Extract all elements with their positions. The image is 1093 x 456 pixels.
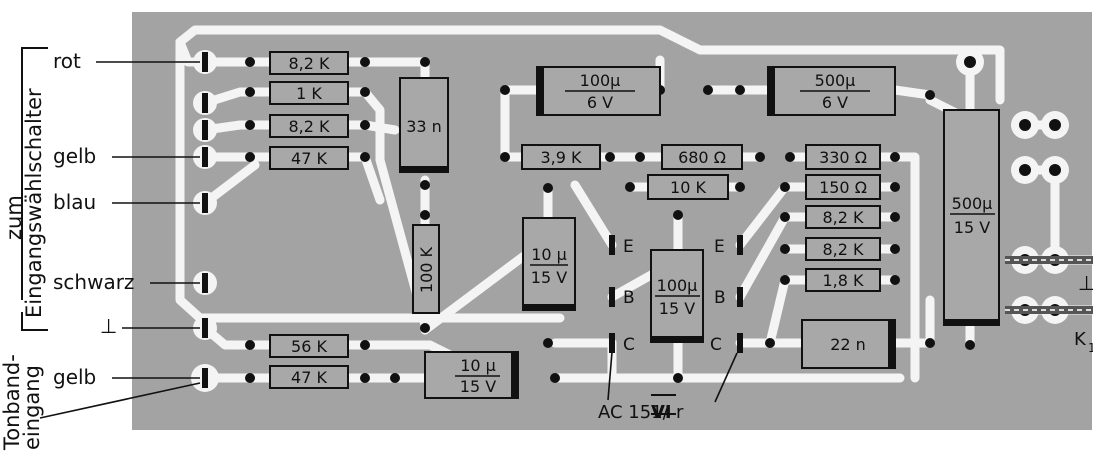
wire-label-rot: rot [53,49,81,73]
trace-outer-left [175,37,430,323]
label-r-56k: 56 K [291,337,327,356]
label-c-500u-6v-voltage: 6 V [822,93,848,112]
label-c-10u-b-value: 10 µ [460,356,496,375]
pin-t2-c: C [710,335,722,355]
capacitor-polarity-bands [400,67,999,398]
trace-outer-top [175,25,1005,105]
capacitor-bodies [399,66,1000,399]
label-r-8k2-d: 8,2 K [822,240,864,259]
trace-connector-k1 [1020,120,1093,315]
wire-pins [202,52,743,388]
wire-label-schwarz: schwarz [53,270,135,294]
resistor-10k [647,174,729,200]
transistor-type-label: AC 151/ VI r [598,402,684,423]
transistor-type-roman: VI [651,402,672,423]
label-c-500u-15v-voltage: 15 V [954,218,990,237]
trace-1k-down [360,87,430,330]
resistor-1k8 [805,268,881,292]
resistor-47k-a [269,146,349,170]
capacitor-33n [399,77,449,173]
label-r-1k: 1 K [296,84,322,103]
capacitor-500u-15v [943,109,1000,326]
resistor-8k2-d [805,237,881,261]
capacitor-10u-15v-a [522,217,576,311]
wire-label-gelb-bottom: gelb [53,365,97,389]
pin-t2-b: B [714,288,726,308]
capacitor-22n [801,319,896,369]
wire-leaders [39,61,738,419]
resistor-8k2-a [269,51,349,75]
label-c-100u-15v-voltage: 15 V [659,299,695,318]
edge-labels: ⊥ K 1 [1074,271,1093,355]
label-c-500u-15v-value: 500µ [952,194,993,213]
label-c-33n: 33 n [406,117,442,136]
edge-k-label: K [1074,329,1087,350]
resistor-150 [805,174,881,200]
trace-47k-out [360,152,385,205]
pin-t1-b: B [623,288,635,308]
bracket-ground [21,312,48,331]
resistor-330 [805,144,881,170]
label-r-8k2-c: 8,2 K [822,208,864,227]
resistor-bodies [269,51,881,389]
label-r-1k8: 1,8 K [822,271,864,290]
label-c-100u-6v-voltage: 6 V [587,93,613,112]
component-labels: 8,2 K 1 K 8,2 K 47 K 33 n 100 K 100µ 6 V… [288,54,992,396]
resistor-3k9 [521,144,601,170]
resistor-100k [412,224,440,314]
label-r-680: 680 Ω [678,148,726,167]
transistor-type-suffix: r [676,402,684,423]
label-r-8k2-a: 8,2 K [288,54,330,73]
resistor-8k2-b [269,114,349,138]
pin-t1-e: E [623,237,634,257]
resistor-680 [661,144,743,170]
label-r-150: 150 Ω [819,178,867,197]
capacitor-10u-15v-b [424,351,519,399]
side-brackets [21,47,48,331]
trace-right-vertical [890,152,920,383]
transistor-type-prefix: AC 151/ [598,402,670,423]
trace-e1 [570,180,617,250]
wire-label-ground: ⊥ [100,314,118,338]
wire-label-blau: blau [53,190,97,214]
label-r-3k9: 3,9 K [540,148,582,167]
resistor-8k2-c [805,205,881,229]
resistor-56k [269,334,349,358]
pin-t2-e: E [714,237,725,257]
label-c-10u-b-voltage: 15 V [460,377,496,396]
label-c-10u-a-voltage: 15 V [531,268,567,287]
shielded-cables [1005,256,1093,314]
trace-8k2-out [360,120,400,135]
solder-dots [245,56,1061,383]
pin-t1-c: C [623,335,635,355]
label-r-47k-a: 47 K [291,149,327,168]
label-c-22n: 22 n [830,335,866,354]
resistor-47k-b [269,365,349,389]
edge-k-subscript: 1 [1088,341,1093,355]
transistor-pin-labels: E B C E B C [623,237,726,355]
label-r-100k: 100 K [417,246,436,293]
label-c-500u-6v-value: 500µ [815,71,856,90]
label-r-330: 330 Ω [819,148,867,167]
label-r-47k-b: 47 K [291,368,327,387]
label-c-100u-15v-value: 100µ [657,276,698,295]
label-r-8k2-b: 8,2 K [288,117,330,136]
label-c-100u-6v-value: 100µ [580,71,621,90]
trace-500u-right [890,85,935,100]
resistor-1k [269,81,349,105]
label-c-10u-a-value: 10 µ [531,245,567,264]
wire-label-gelb-top: gelb [53,144,97,168]
bracket-eingangswahlschalter [21,47,48,300]
label-r-10k: 10 K [670,178,706,197]
edge-ground-symbol: ⊥ [1078,271,1093,295]
capacitor-fraction-bars [455,90,995,377]
